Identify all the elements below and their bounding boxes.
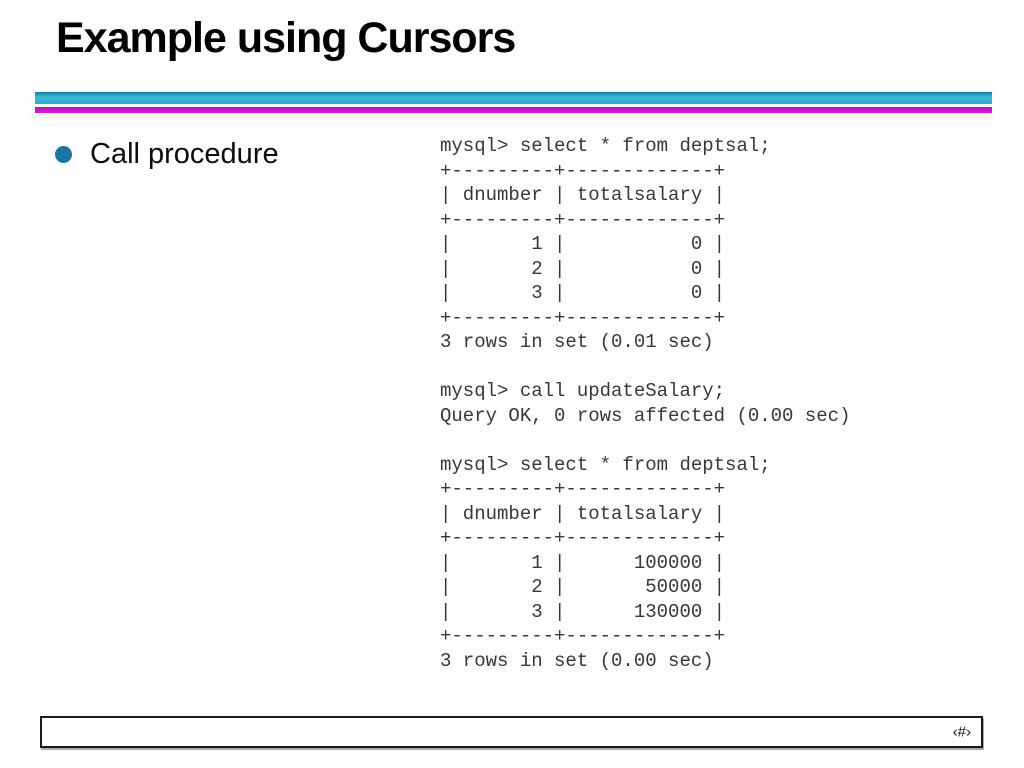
mysql-console-output: mysql> select * from deptsal; +---------…: [440, 135, 851, 672]
bullet-label: Call procedure: [90, 138, 279, 170]
footer-placeholder-box: ‹#›: [40, 716, 983, 748]
teal-divider-bar: [35, 92, 992, 104]
bullet-item: Call procedure: [55, 138, 279, 171]
slide-title: Example using Cursors: [56, 14, 516, 62]
page-number: ‹#›: [952, 723, 971, 741]
bullet-icon: [55, 146, 72, 163]
magenta-divider-bar: [35, 107, 992, 113]
